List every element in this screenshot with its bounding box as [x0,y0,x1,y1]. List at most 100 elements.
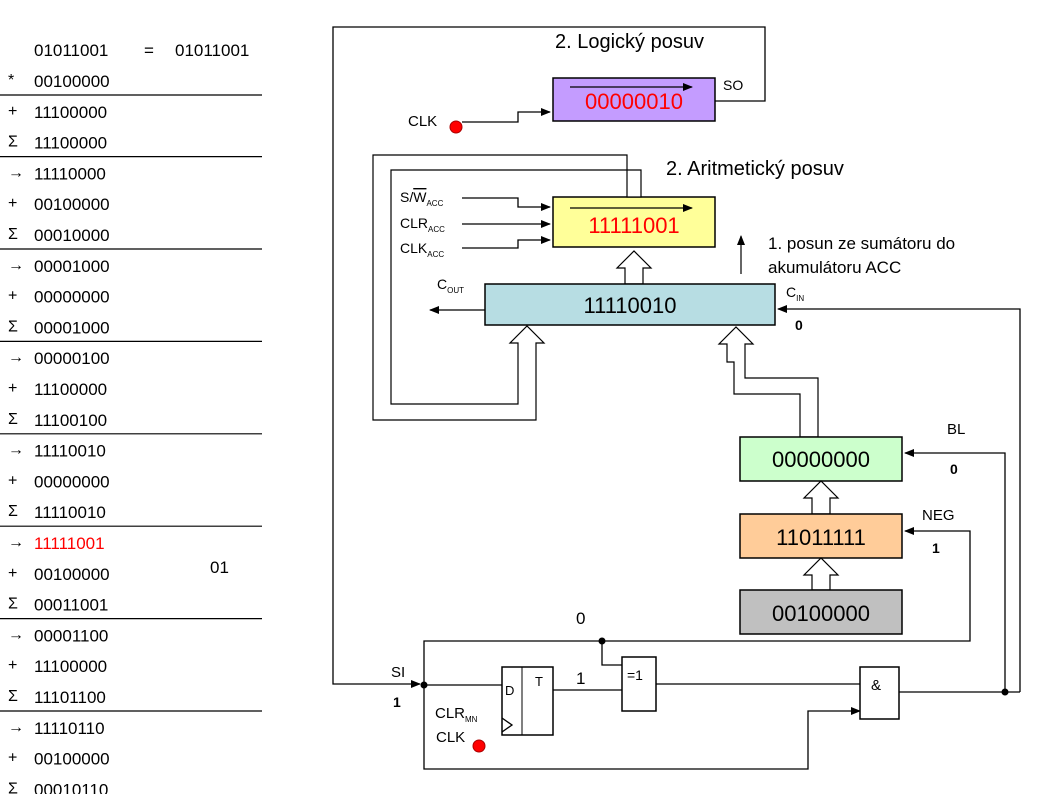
si-to-and-wire [423,685,861,770]
calc-value: 11100000 [34,380,107,399]
calc-operator: Σ [8,411,18,428]
sw-acc-wire [462,197,551,211]
neg-register-value: 11011111 [776,525,866,550]
calc-operator: → [8,349,24,366]
calc-value: 00010000 [34,226,110,245]
calc-value: 00000000 [34,288,110,307]
calc-value: 11100000 [34,103,107,122]
multiplier-register-value: 00100000 [772,601,870,626]
calc-operator: + [8,103,17,120]
calc-operator: Σ [8,226,18,243]
calc-value: 00000100 [34,349,110,368]
calc-value: 11101100 [34,688,106,707]
bl-register-value: 00000000 [772,447,870,472]
note-line-1: 1. posun ze sumátoru do [768,234,955,253]
calc-operator: Σ [8,596,18,613]
arith-shift-title: 2. Aritmetický posuv [666,158,844,180]
calc-value: 00001000 [34,318,110,337]
calc-operator: → [8,719,24,736]
si-value: 1 [393,694,401,710]
calc-operator: → [8,257,24,274]
calc-operator: → [8,534,24,551]
acc-feedback-arrow [372,154,642,421]
clk-top-wire [462,108,551,123]
bl-to-adder-arrow [717,326,819,438]
calc-operator: * [8,72,14,89]
calc-operator: + [8,657,17,674]
calculation-column: 01011001 = 01011001 01 * 00100000 +1110000… [0,41,262,794]
zero-label: 0 [576,609,585,628]
calc-operator: → [8,442,24,459]
so-to-si-wire [332,26,766,688]
calc-value: 11110110 [34,719,105,738]
calc-operator: + [8,472,17,489]
calc-value: 00100000 [34,72,110,91]
and-output-node [1001,688,1009,696]
calc-value: 00010110 [34,780,108,794]
calc-operator: Σ [8,688,18,705]
xor-label: =1 [627,667,643,683]
cin-label: CIN [786,284,804,303]
q-value: 1 [576,669,585,688]
clk-ff-label: CLK [436,729,465,746]
clk-acc-wire [462,236,551,249]
bl-label: BL [947,421,965,438]
multiplicand-copy: 01011001 [175,41,249,60]
calc-operator: + [8,380,17,397]
clr-acc-label: CLRACC [400,215,445,234]
t-label: T [535,674,543,689]
equals-sign: = [144,41,154,60]
logical-shift-title: 2. Logický posuv [555,31,704,53]
calc-value: 00100000 [34,750,110,769]
accumulator-value: 11111001 [588,213,679,238]
calc-value: 11110010 [34,442,106,461]
calc-operator: Σ [8,503,18,520]
shift-register-value: 00000010 [585,89,683,114]
calc-value: 11110000 [34,164,106,183]
calc-value: 11111001 [34,534,105,553]
multiplier-register-box [739,589,903,635]
calc-value: 11100000 [34,134,107,153]
calc-operator: + [8,565,17,582]
node-to-xor-wire [601,641,622,666]
calc-value: 00100000 [34,195,110,214]
neg-label: NEG [922,507,955,524]
calc-value: 00011001 [34,596,108,615]
calc-value: 00001100 [34,626,108,645]
cout-label: COUT [437,276,464,295]
calc-operator: Σ [8,318,18,335]
adder-value: 11110010 [584,293,677,318]
calc-value: 11110010 [34,503,106,522]
calc-operator: Σ [8,134,18,151]
neg-value: 1 [932,540,940,556]
si-up-wire [423,640,602,685]
side-note: 01 [210,558,229,577]
calc-operator: + [8,750,17,767]
neg-control-wire [602,527,971,642]
and-gate [859,666,900,720]
si-label: SI [391,664,405,681]
bl-value: 0 [950,461,958,477]
note-line-2: akumulátoru ACC [768,258,901,277]
adder-box [484,283,776,326]
so-label: SO [723,77,743,93]
clk-ff-dot [472,739,486,753]
bl-control-wire [904,449,1006,692]
and-label: & [871,677,881,694]
cin-wire [777,305,1021,692]
calc-operator: → [8,626,24,643]
calc-operator: Σ [8,780,18,794]
d-label: D [505,683,514,698]
bl-register-box [739,436,903,482]
multiplicand-value: 01011001 [34,41,108,60]
calc-value: 00100000 [34,565,110,584]
calc-value: 00001000 [34,257,110,276]
clr-mn-label: CLRMN [435,705,478,724]
clk-acc-label: CLKACC [400,240,444,259]
xor-gate [621,656,657,712]
d-flip-flop [501,666,554,736]
neg-to-bl-arrow [802,480,840,515]
cin-value: 0 [795,317,803,333]
calc-operator: + [8,288,17,305]
